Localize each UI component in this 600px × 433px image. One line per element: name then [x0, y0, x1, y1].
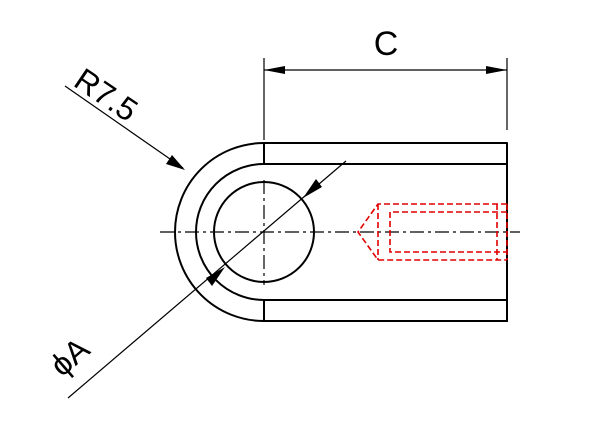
thread-outer: [357, 203, 507, 261]
dimension-c: C: [263, 25, 508, 140]
dimension-label-c: C: [374, 25, 399, 63]
dimension-radius: R7.5: [64, 61, 185, 170]
outer-profile: [174, 142, 508, 322]
diameter-leader: [67, 160, 347, 399]
dimension-label-radius: R7.5: [68, 61, 144, 129]
diameter-arrowhead-upper: [303, 179, 322, 198]
arrowhead-right: [486, 66, 507, 74]
diameter-arrowhead-lower: [206, 267, 225, 286]
arrowhead-left: [264, 66, 285, 74]
thread-inner: [389, 211, 507, 253]
radius-arrowhead: [166, 155, 185, 170]
hidden-threaded-hole: [357, 203, 508, 261]
dimension-label-diameter: ϕA: [43, 330, 97, 383]
radius-leader: [64, 85, 184, 169]
